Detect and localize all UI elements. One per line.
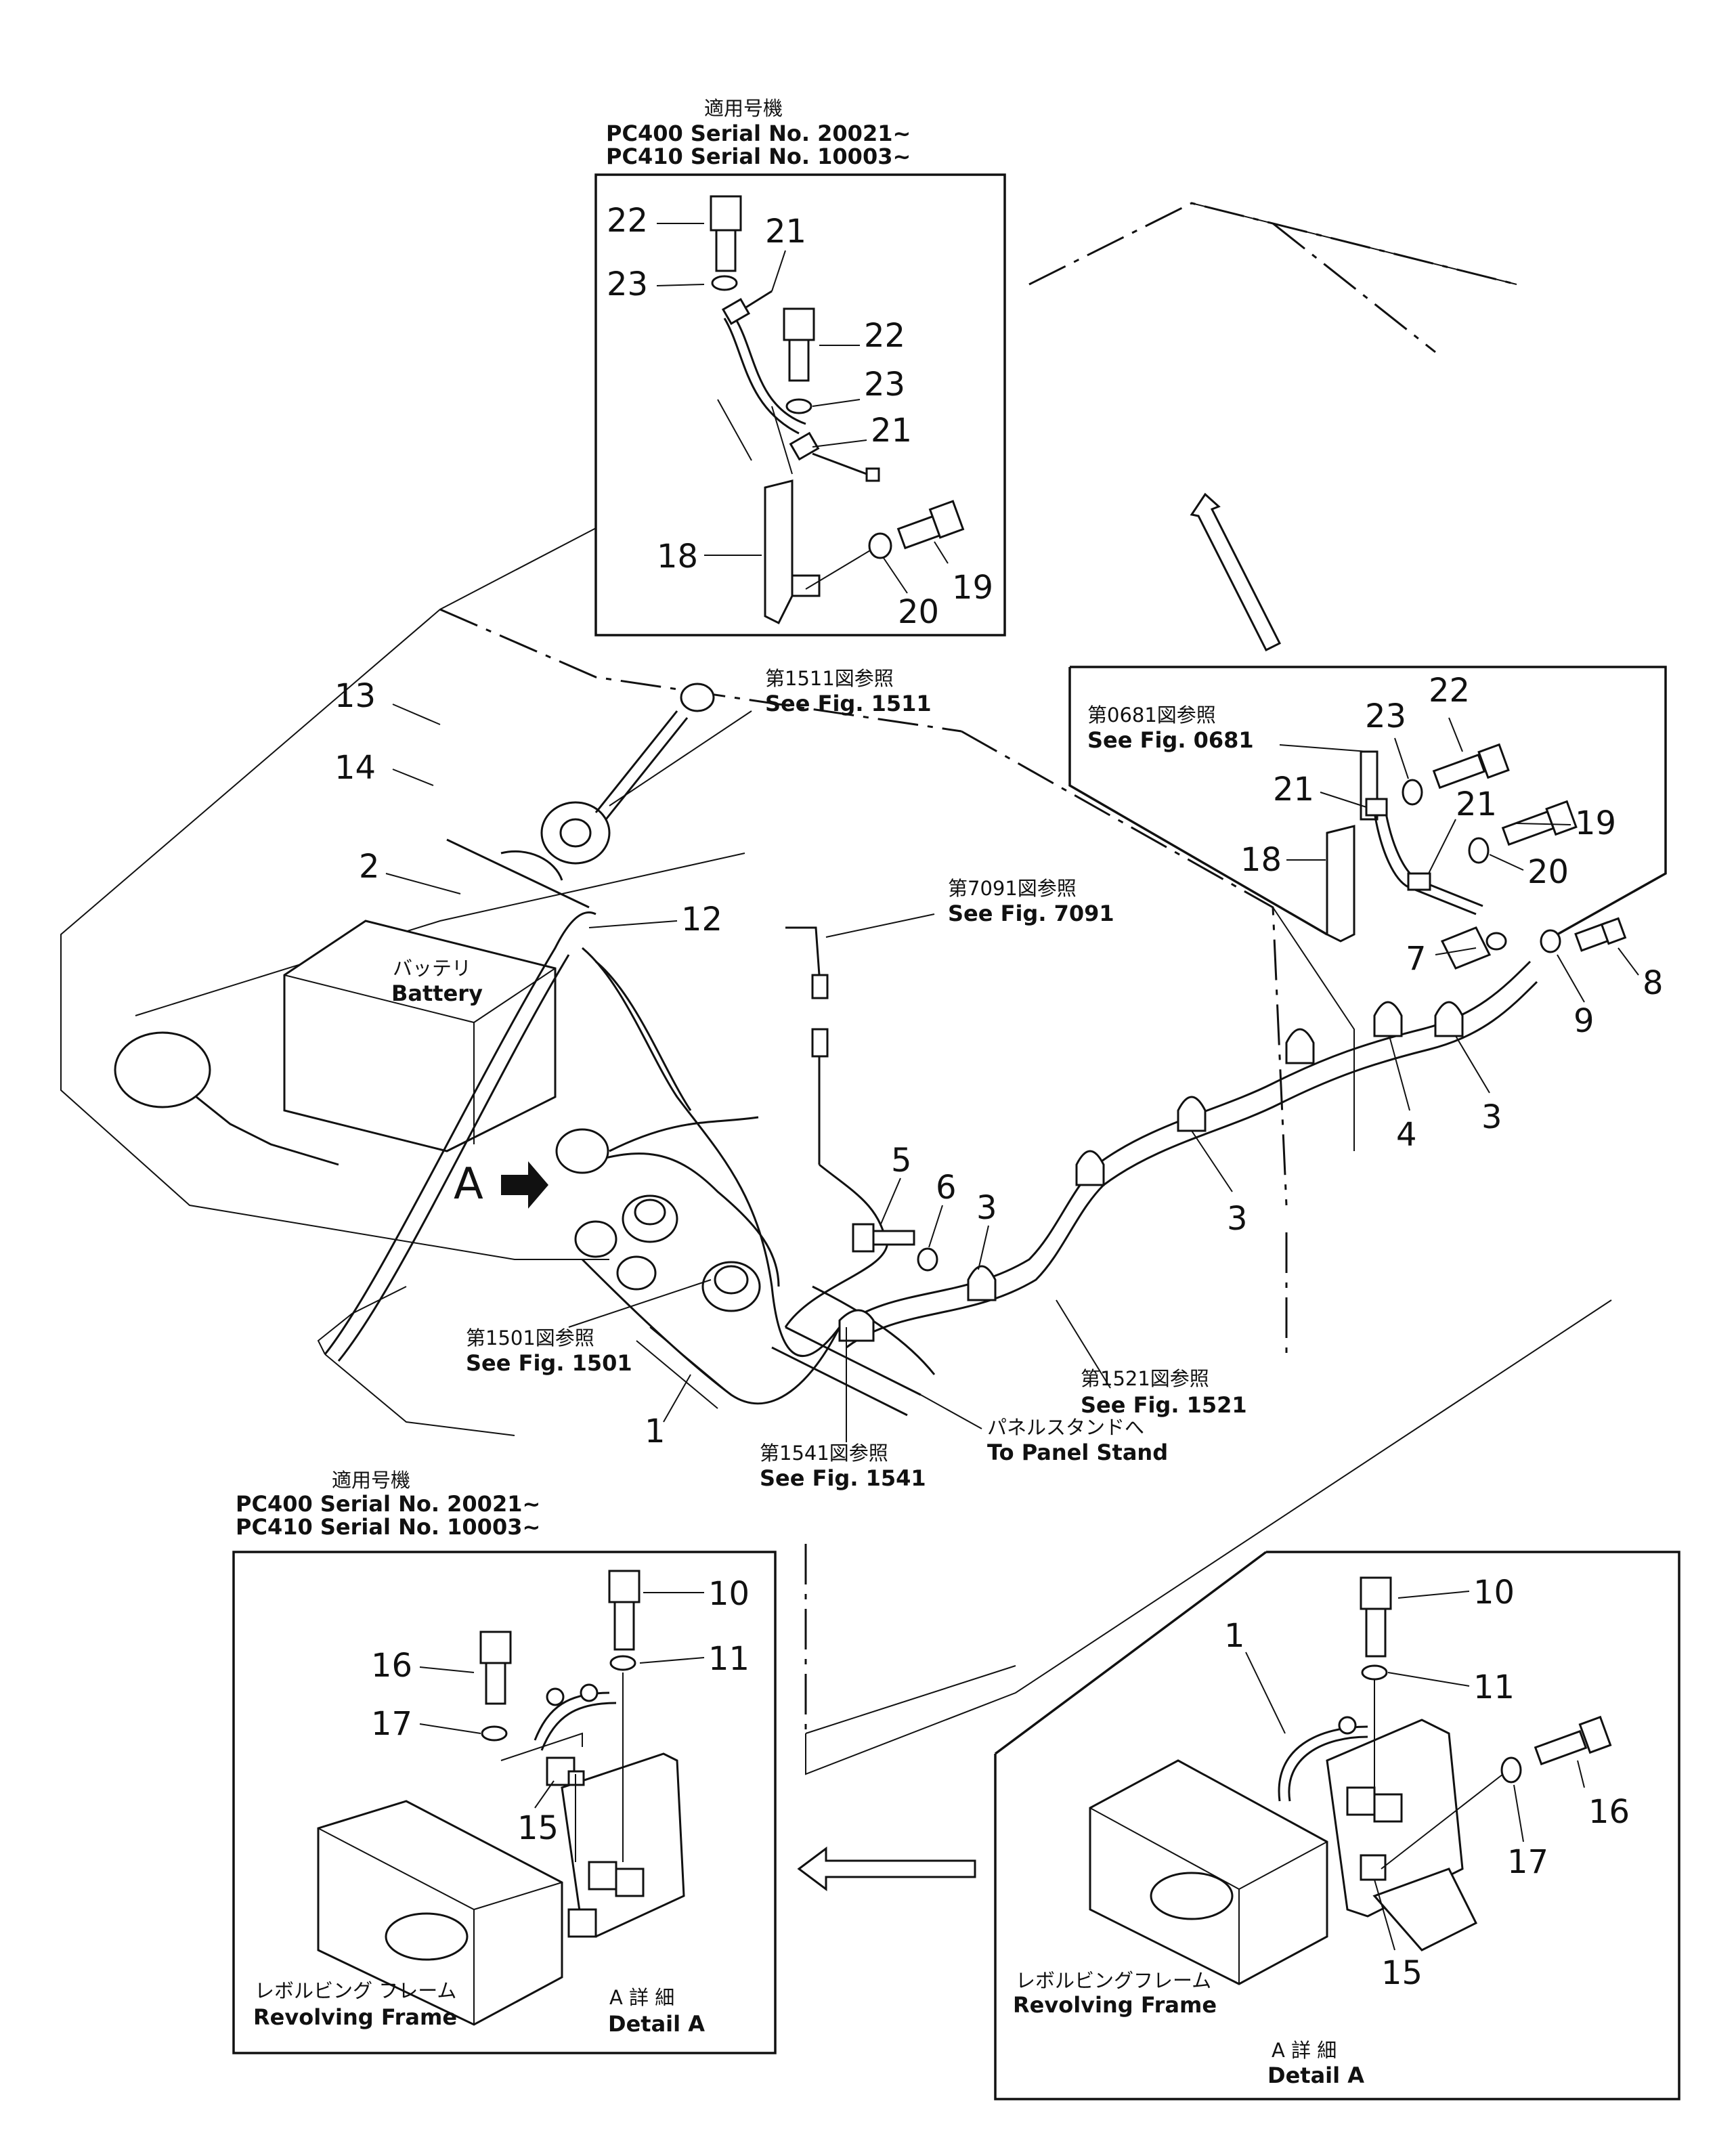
top-applicability-line-2: PC410 Serial No. 10003~: [606, 144, 911, 169]
callout-18: 18: [657, 538, 698, 576]
ref-1511-en: See Fig. 1511: [765, 691, 932, 716]
callout-21: 21: [1456, 785, 1497, 823]
detail-left-inset: 適用号機 PC400 Serial No. 20021~ PC410 Seria…: [232, 1469, 777, 2054]
callout-11: 11: [1473, 1668, 1515, 1706]
ref-7091-jp: 第7091図参照: [948, 877, 1077, 900]
ref-1541-jp: 第1541図参照: [760, 1442, 888, 1465]
leader-lines: [385, 223, 1639, 1951]
top-inset: 適用号機 PC400 Serial No. 20021~ PC410 Seria…: [594, 97, 1006, 636]
callout-8: 8: [1643, 964, 1664, 1002]
callout-10: 10: [1473, 1574, 1515, 1612]
callout-1: 1: [1224, 1617, 1245, 1655]
callout-19: 19: [1575, 804, 1616, 842]
right-inset: [1068, 666, 1667, 943]
callout-21: 21: [1273, 771, 1314, 808]
callout-18: 18: [1240, 841, 1282, 879]
callout-15: 15: [517, 1809, 559, 1847]
callout-3: 3: [976, 1189, 997, 1227]
arrow-to-top-inset: [1190, 492, 1282, 652]
reference-notes: 第1511図参照 See Fig. 1511 第0681図参照 See Fig.…: [466, 667, 1254, 1491]
callout-4: 4: [1396, 1116, 1417, 1154]
callout-6: 6: [936, 1169, 957, 1207]
float-sensor-illustration: [540, 683, 715, 865]
bottom-applicability-line-1: PC400 Serial No. 20021~: [236, 1491, 540, 1517]
battery-label-en: Battery: [391, 980, 483, 1006]
callout-22: 22: [1429, 672, 1470, 710]
callout-22: 22: [607, 202, 648, 240]
detail-left-jp: A 詳 細: [609, 1986, 674, 2009]
callout-23: 23: [1365, 697, 1406, 735]
ref-1511-jp: 第1511図参照: [765, 667, 894, 690]
ref-1521-en: See Fig. 1521: [1081, 1392, 1247, 1418]
top-applicability-line-1: PC400 Serial No. 20021~: [606, 121, 911, 146]
detail-right-en: Detail A: [1267, 2063, 1364, 2088]
ref-1501-en: See Fig. 1501: [466, 1350, 632, 1376]
frame-right-jp: レボルビングフレーム: [1016, 1969, 1211, 1992]
harness-clamps: [838, 1001, 1464, 1342]
callout-numbers: 22 21 23 22 23 21 18 19 20 22 23 21 21 1…: [334, 202, 1664, 1992]
callout-21: 21: [871, 412, 912, 450]
callout-1: 1: [645, 1412, 666, 1450]
view-a-label: A: [454, 1159, 483, 1209]
callout-21: 21: [765, 213, 806, 251]
callout-14: 14: [334, 749, 376, 787]
detail-right-jp: A 詳 細: [1272, 2039, 1337, 2062]
callout-22: 22: [864, 317, 905, 355]
ref-1501-jp: 第1501図参照: [466, 1326, 594, 1350]
battery-illustration: バッテリ Battery: [283, 920, 557, 1152]
ref-1541-en: See Fig. 1541: [760, 1465, 926, 1491]
ref-panel-en: To Panel Stand: [987, 1440, 1168, 1465]
detail-right-inset: レボルビングフレーム Revolving Frame A 詳 細 Detail …: [994, 1551, 1680, 2100]
reference-leaders: [568, 710, 1368, 1442]
callout-23: 23: [864, 366, 905, 404]
bottom-applicability-line-2: PC410 Serial No. 10003~: [236, 1514, 540, 1540]
ref-0681-en: See Fig. 0681: [1087, 727, 1254, 753]
callout-17: 17: [371, 1705, 412, 1743]
detail-left-en: Detail A: [608, 2011, 705, 2037]
callout-13: 13: [334, 677, 376, 715]
callout-9: 9: [1574, 1002, 1594, 1040]
callout-7: 7: [1406, 940, 1427, 978]
callout-23: 23: [607, 265, 648, 303]
callout-15: 15: [1381, 1954, 1423, 1992]
callout-17: 17: [1507, 1843, 1548, 1881]
frame-right-en: Revolving Frame: [1013, 1992, 1217, 2018]
frame-left-en: Revolving Frame: [253, 2004, 457, 2030]
callout-3: 3: [1227, 1200, 1248, 1238]
callout-5: 5: [891, 1142, 912, 1180]
callout-2: 2: [359, 848, 380, 886]
top-applicability-heading: 適用号機: [704, 97, 783, 120]
bracket-7-illustration: [1440, 917, 1627, 970]
callout-11: 11: [708, 1640, 750, 1678]
frame-left-jp: レボルビング フレーム: [255, 1979, 456, 2002]
view-a-arrow: A: [454, 1159, 548, 1209]
ref-1521-jp: 第1521図参照: [1081, 1367, 1209, 1390]
callout-16: 16: [1588, 1793, 1630, 1831]
ref-7091-en: See Fig. 7091: [948, 901, 1114, 926]
callout-16: 16: [371, 1647, 412, 1685]
callout-20: 20: [1527, 853, 1569, 891]
callout-19: 19: [952, 569, 993, 607]
bottom-applicability-heading: 適用号機: [332, 1469, 410, 1492]
callout-10: 10: [708, 1575, 750, 1613]
arrow-to-detail-left: [797, 1847, 976, 1891]
callout-12: 12: [681, 901, 722, 938]
ref-0681-jp: 第0681図参照: [1087, 704, 1216, 727]
callout-20: 20: [898, 593, 939, 631]
sensor-illustration: [114, 1031, 339, 1166]
wiring-harness: [324, 838, 1538, 1417]
callout-3: 3: [1481, 1098, 1502, 1136]
battery-label-jp: バッテリ: [393, 957, 471, 980]
ref-panel-jp: パネルスタンドへ: [987, 1416, 1144, 1439]
bolt-5-illustration: [852, 1223, 938, 1272]
